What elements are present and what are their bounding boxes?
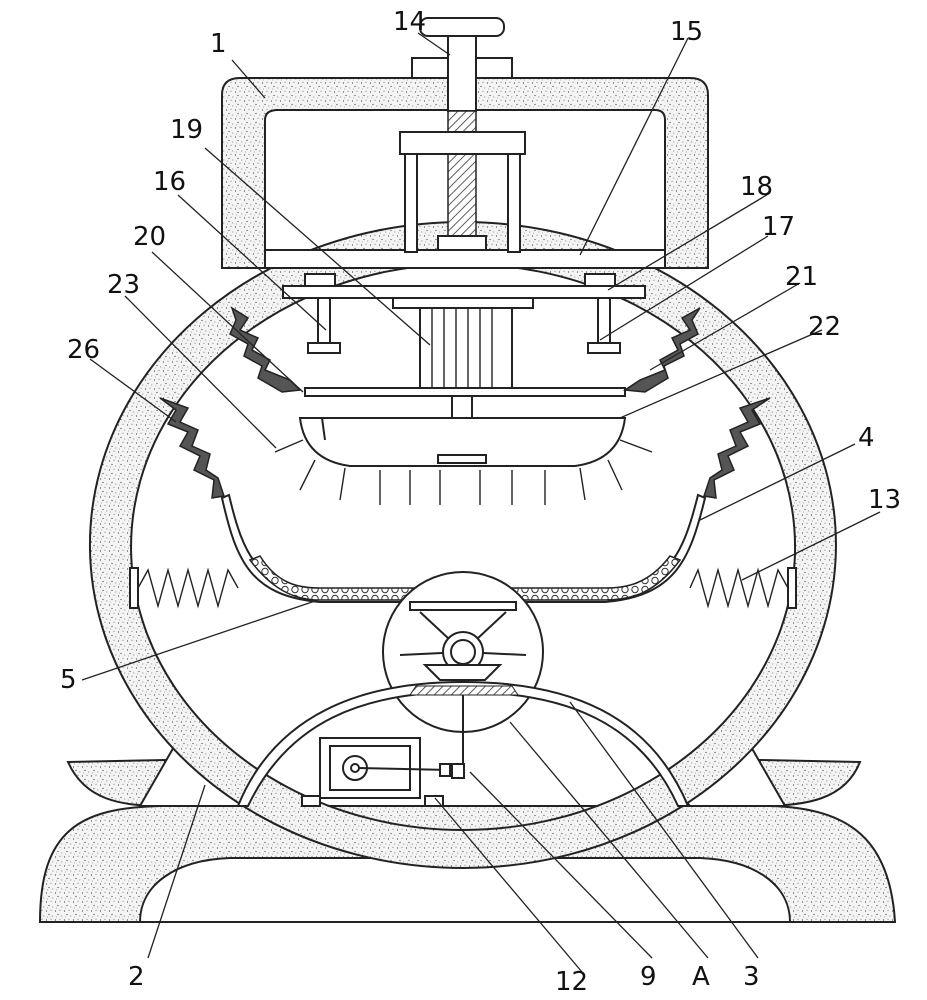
label-18: 18 — [740, 172, 773, 202]
label-16: 16 — [153, 167, 186, 197]
grinding-head — [274, 417, 653, 505]
exciter-assembly — [236, 571, 690, 807]
label-12: 12 — [555, 967, 588, 997]
label-1: 1 — [210, 29, 227, 59]
ring-housing — [89, 221, 837, 869]
label-3: 3 — [743, 962, 760, 992]
motor — [392, 297, 534, 389]
springs — [129, 567, 797, 609]
label-9: 9 — [640, 962, 657, 992]
label-20: 20 — [133, 222, 166, 252]
label-21: 21 — [785, 262, 818, 292]
lift-screw-assembly — [399, 17, 526, 253]
bristles — [274, 439, 653, 505]
label-4: 4 — [858, 423, 875, 453]
label-15: 15 — [670, 17, 703, 47]
label-13: 13 — [868, 485, 901, 515]
label-5: 5 — [60, 665, 77, 695]
leader-lines — [81, 32, 881, 973]
label-17: 17 — [762, 212, 795, 242]
label-26: 26 — [67, 335, 100, 365]
label-A: A — [692, 962, 710, 992]
label-19: 19 — [170, 115, 203, 145]
label-22: 22 — [808, 312, 841, 342]
cradle — [220, 493, 707, 603]
label-23: 23 — [107, 270, 140, 300]
callout-labels: 1 14 15 19 16 18 20 17 23 21 22 26 4 13 … — [60, 7, 901, 997]
label-14: 14 — [393, 7, 426, 37]
label-2: 2 — [128, 962, 145, 992]
